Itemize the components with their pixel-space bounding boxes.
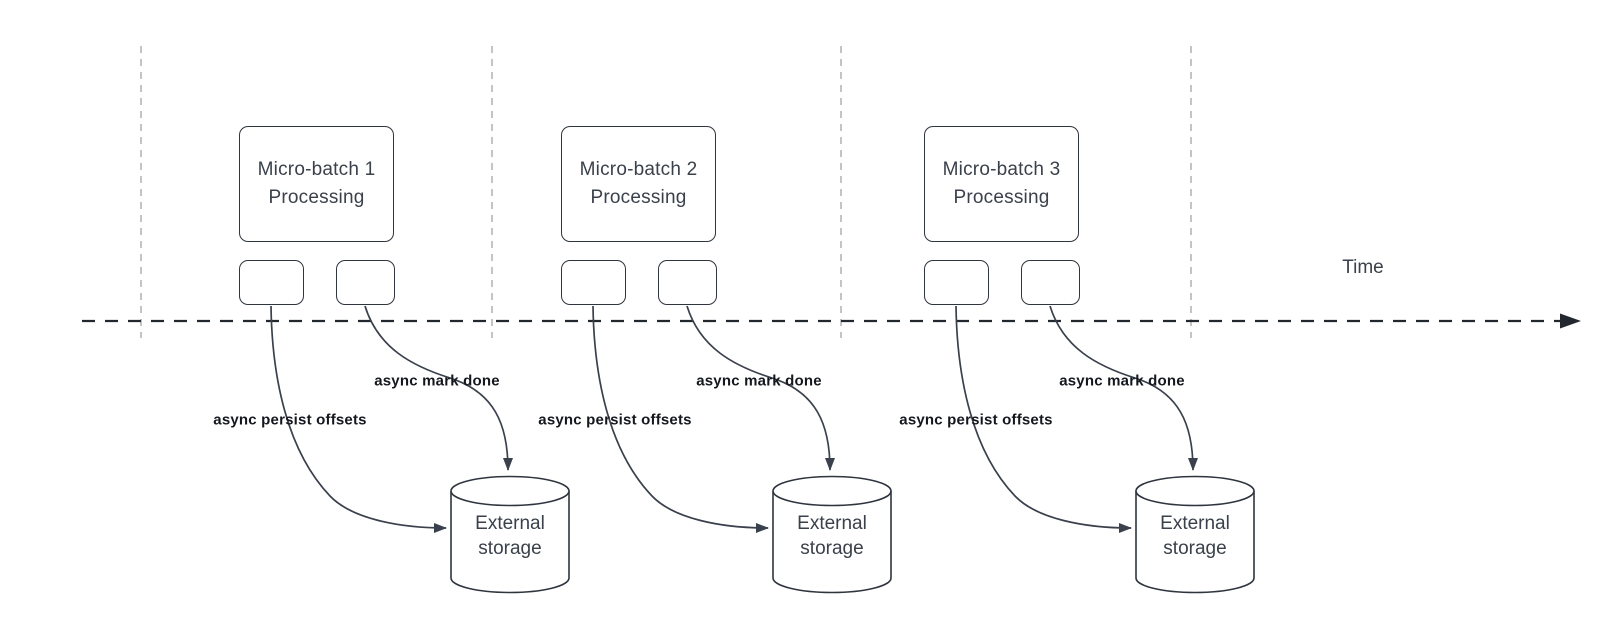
micro-batch-3-title: Micro-batch 3 Processing xyxy=(942,159,1061,208)
micro-batch-2-box: Micro-batch 2 Processing xyxy=(561,126,716,242)
external-storage-label-3: External storage xyxy=(1160,513,1230,559)
persist-offsets-task-box-1 xyxy=(239,260,304,305)
external-storage-label-1: External storage xyxy=(475,513,545,559)
external-storage-cylinder xyxy=(1135,491,1255,594)
persist-offsets-label-2: async persist offsets xyxy=(538,411,692,429)
mark-done-arrow xyxy=(364,305,513,471)
external-storage-label-2: External storage xyxy=(797,513,867,559)
mark-done-arrow xyxy=(1049,305,1198,471)
micro-batch-2-title: Micro-batch 2 Processing xyxy=(579,159,698,208)
persist-offsets-arrow xyxy=(592,305,769,533)
batch-3-connectors xyxy=(955,305,1255,594)
mark-done-label-2: async mark done xyxy=(696,372,822,390)
micro-batch-1-title: Micro-batch 1 Processing xyxy=(257,159,376,208)
mark-done-label-3: async mark done xyxy=(1059,372,1185,390)
external-storage-cylinder-top xyxy=(450,475,570,507)
mark-done-task-box-3 xyxy=(1021,260,1080,305)
micro-batch-1-box: Micro-batch 1 Processing xyxy=(239,126,394,242)
persist-offsets-label-1: async persist offsets xyxy=(213,411,367,429)
micro-batch-3-box: Micro-batch 3 Processing xyxy=(924,126,1079,242)
persist-offsets-task-box-2 xyxy=(561,260,626,305)
external-storage-cylinder xyxy=(450,491,570,594)
batch-1-connectors xyxy=(270,305,570,594)
time-axis-arrowhead-icon xyxy=(1560,313,1581,329)
persist-offsets-task-box-3 xyxy=(924,260,989,305)
batch-2-connectors xyxy=(592,305,892,594)
persist-offsets-arrow xyxy=(270,305,447,533)
mark-done-task-box-1 xyxy=(336,260,395,305)
external-storage-cylinder xyxy=(772,491,892,594)
external-storage-cylinder-top xyxy=(1135,475,1255,507)
mark-done-arrow xyxy=(686,305,835,471)
time-axis-label: Time xyxy=(1342,257,1384,278)
external-storage-cylinder-top xyxy=(772,475,892,507)
persist-offsets-label-3: async persist offsets xyxy=(899,411,1053,429)
mark-done-task-box-2 xyxy=(658,260,717,305)
persist-offsets-arrow xyxy=(955,305,1132,533)
mark-done-label-1: async mark done xyxy=(374,372,500,390)
